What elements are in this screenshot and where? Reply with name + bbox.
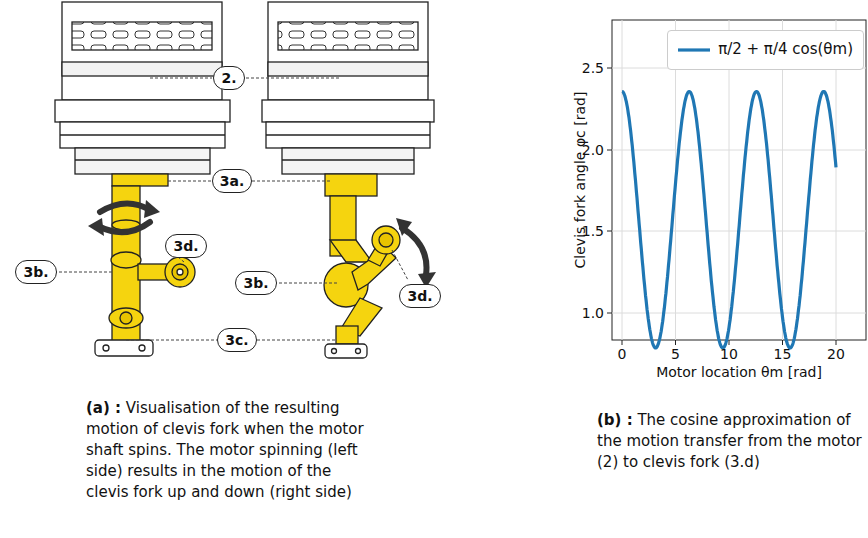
callout-number: 3c. (217, 328, 256, 352)
tick-label: 15 (774, 346, 792, 362)
caption-text: Visualisation of the resulting motion of… (86, 399, 364, 501)
rotation-arrow (88, 200, 160, 236)
tick-label: 1.0 (582, 305, 604, 321)
callout-number: 3b. (235, 271, 276, 295)
callout-text: 3d. (407, 288, 432, 304)
callout-text: 3a. (220, 173, 245, 189)
leader-line (54, 78, 408, 340)
subfigure-caption: (a) : Visualisation of the resulting mot… (86, 398, 378, 503)
caption-text: The cosine approximation of the motion t… (597, 411, 862, 471)
legend-text: π/2 + π/4 cos(θm) (718, 40, 853, 58)
subfigure-caption: (b) : The cosine approximation of the mo… (597, 410, 863, 473)
axis-title: Clevis fork angle φc [rad] (572, 92, 588, 269)
clevis-mechanism (324, 174, 400, 358)
callout-number: 3a. (212, 169, 253, 193)
tick-label: 1.5 (582, 223, 604, 239)
callout-text: 3d. (173, 238, 198, 254)
legend-line (674, 31, 714, 69)
axis-title: Motor location θm [rad] (656, 364, 822, 380)
tick-label: 5 (671, 346, 680, 362)
motor-housing (55, 2, 230, 174)
callout-number: 3d. (165, 234, 206, 258)
callout-number: 3d. (399, 284, 440, 308)
callout-number: 3b. (15, 260, 56, 284)
tick-label: 2.0 (582, 142, 604, 158)
tick-label: 20 (827, 346, 845, 362)
legend: π/2 + π/4 cos(θm) (667, 30, 864, 70)
caption-tag: (b) : (597, 411, 633, 429)
caption-tag: (a) : (86, 399, 121, 417)
tick-label: 0 (618, 346, 627, 362)
callout-number: 2. (213, 66, 244, 90)
swing-arrow (396, 218, 436, 288)
cosine-curve (622, 92, 836, 349)
motor-housing (262, 2, 434, 174)
tick-label: 2.5 (582, 60, 604, 76)
clevis-mechanism (95, 174, 195, 356)
callout-text: 3c. (225, 332, 248, 348)
callout-text: 3b. (23, 264, 48, 280)
callout-text: 2. (221, 70, 236, 86)
tick-label: 10 (720, 346, 738, 362)
callout-text: 3b. (243, 275, 268, 291)
